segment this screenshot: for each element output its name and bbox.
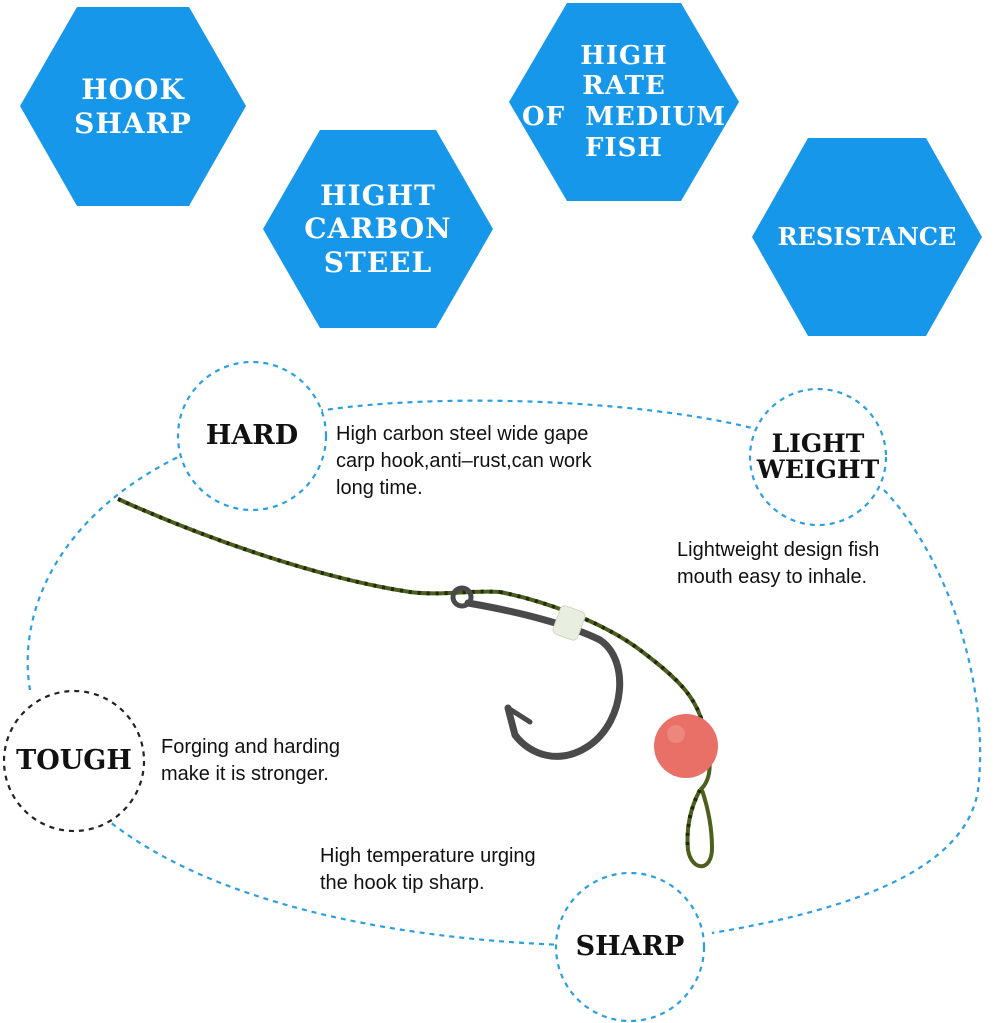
- badge-label: HARD: [205, 419, 299, 451]
- description-line: make it is stronger.: [161, 763, 329, 785]
- badge-hard: HARD: [178, 362, 326, 510]
- badge-tough-circle: [2, 689, 146, 833]
- hexagon-hook-sharp: HOOK SHARP: [20, 7, 246, 206]
- description-line: carp hook,anti–rust,can work: [336, 450, 592, 472]
- hexagon-line: CARBON: [304, 212, 452, 246]
- feature-tough-description: Forging and harding make it is stronger.: [161, 734, 340, 788]
- hexagon-line: SHARP: [74, 106, 192, 140]
- hexagon-hook-sharp-shape: [20, 7, 246, 206]
- description-line: High temperature urging: [320, 845, 536, 867]
- hexagon-resistance: RESISTANCE: [752, 138, 982, 336]
- dashed-outline-path: [26, 399, 982, 947]
- hair-loop: [685, 789, 715, 869]
- hexagon-line: RESISTANCE: [777, 221, 957, 251]
- carp-hook-rig-icon: [117, 497, 718, 869]
- shrink-tube: [552, 605, 586, 641]
- hexagon-high-carbon-shape: [263, 130, 493, 328]
- braided-hair-line: [117, 497, 501, 596]
- hexagon-resistance-shape: [752, 138, 982, 336]
- description-line: the hook tip sharp.: [320, 872, 485, 894]
- hexagon-high-rate-shape: [509, 3, 739, 201]
- badge-tough: TOUGH: [4, 691, 144, 831]
- description-line: Lightweight design fish: [677, 539, 880, 561]
- badge-label: LIGHT: [771, 428, 865, 458]
- hexagon-high-carbon: HIGHT CARBON STEEL: [263, 130, 493, 328]
- feature-hard-description: High carbon steel wide gape carp hook,an…: [336, 421, 592, 502]
- hexagon-line: RATE: [582, 71, 666, 102]
- badge-label: WEIGHT: [756, 455, 880, 484]
- badge-light-circle: [748, 387, 888, 527]
- hexagon-line: STEEL: [323, 245, 433, 279]
- hexagon-line: HIGH: [580, 40, 668, 71]
- feature-light-description: Lightweight design fish mouth easy to in…: [677, 537, 879, 591]
- description-line: Forging and harding: [161, 736, 341, 758]
- badge-light-weight: LIGHT WEIGHT: [750, 389, 886, 525]
- badge-label: SHARP: [575, 930, 685, 962]
- hexagon-line: HOOK: [81, 73, 185, 107]
- foam-bead: [654, 714, 718, 778]
- description-line: High carbon steel wide gape: [336, 423, 589, 445]
- hexagon-line: FISH: [585, 132, 663, 163]
- hexagon-line: OF MEDIUM: [522, 102, 726, 132]
- badge-sharp: SHARP: [556, 873, 704, 1021]
- badge-label: TOUGH: [16, 744, 132, 776]
- hexagon-high-rate: HIGH RATE OF MEDIUM FISH: [509, 3, 739, 201]
- curved-hook: [464, 599, 624, 760]
- badge-hard-circle: [176, 360, 328, 512]
- description-line: mouth easy to inhale.: [677, 566, 868, 588]
- badge-sharp-circle: [554, 871, 706, 1023]
- description-line: long time.: [336, 477, 423, 499]
- feature-sharp-description: High temperature urging the hook tip sha…: [320, 843, 536, 897]
- hexagon-line: HIGHT: [320, 179, 436, 213]
